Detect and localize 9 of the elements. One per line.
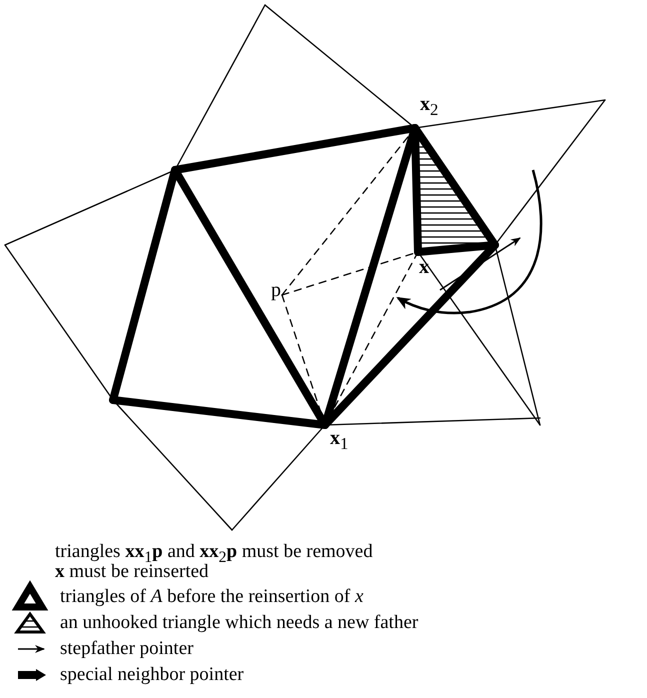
legend-text: stepfather pointer — [60, 639, 194, 658]
note-text: x must be reinserted — [55, 562, 209, 581]
legend-text: triangles of A before the reinsertion of x — [60, 587, 364, 606]
point-label: p — [271, 280, 281, 300]
point-label: x$_{2}$ — [420, 94, 438, 119]
point-label: x — [419, 257, 429, 277]
legend-text: special neighbor pointer — [60, 665, 244, 684]
legend-text: an unhooked triangle which needs a new father — [60, 613, 418, 632]
point-label: x$_{1}$ — [330, 428, 348, 453]
